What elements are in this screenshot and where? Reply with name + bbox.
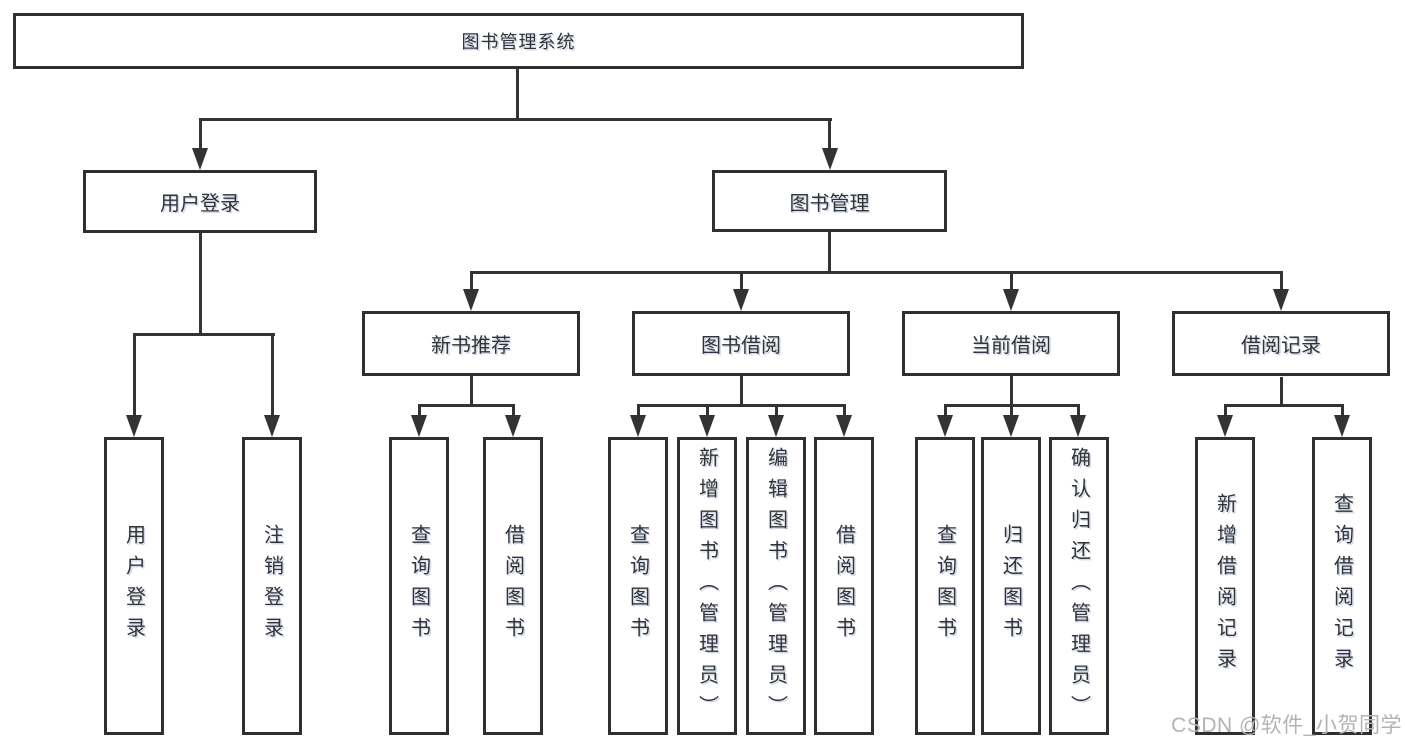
node-book-borrow: 图书借阅 [632,311,850,376]
connector-login-drop [199,118,202,152]
leaf-query-borrow-record: 查询借阅记录 [1312,437,1372,735]
connector-records-stem [1280,377,1283,406]
node-current-borrow: 当前借阅 [902,311,1120,376]
arrowhead-borrow-leaf2 [699,415,715,437]
arrowhead-login-leaf2 [264,415,280,437]
arrowhead-newbook-leaf1 [411,415,427,437]
arrowhead-current-leaf1 [937,415,953,437]
leaf-user-login: 用户登录 [104,437,164,735]
arrowhead-borrow-leaf4 [836,415,852,437]
connector-root-stem [516,69,519,121]
connector-group4-drop [1280,271,1283,291]
connector-borrow-leaf2-drop [706,404,709,418]
arrowhead-borrow-leaf1 [630,415,646,437]
arrowhead-group4 [1273,289,1289,311]
connector-newbook-horizontal [418,404,514,407]
connector-current-leaf2-drop [1010,404,1013,418]
connector-current-stem [1010,376,1013,406]
leaf-query-books-1: 查询图书 [389,437,449,735]
connector-borrow-stem [740,376,743,406]
leaf-logout: 注销登录 [242,437,302,735]
connector-borrow-leaf4-drop [843,404,846,418]
arrowhead-group3 [1003,289,1019,311]
connector-login-leaf1-drop [133,333,136,417]
node-borrow-records: 借阅记录 [1172,311,1390,376]
connector-group1-drop [470,271,473,291]
arrowhead-login-leaf1 [126,415,142,437]
connector-borrow-leaf3-drop [775,404,778,418]
connector-records-horizontal [1224,404,1343,407]
arrowhead-records-leaf1 [1217,415,1233,437]
arrowhead-records-leaf2 [1334,415,1350,437]
connector-group3-drop [1010,271,1013,291]
connector-newbook-leaf1-drop [418,404,421,418]
arrowhead-mgmt [822,148,838,170]
node-book-management-branch: 图书管理 [712,170,947,232]
leaf-query-books-2: 查询图书 [608,437,668,735]
leaf-add-book-admin: 新增图书（管理员） [677,437,737,735]
connector-login-leaf2-drop [271,333,274,417]
connector-mgmt-stem [828,232,831,273]
arrowhead-login [192,148,208,170]
leaf-query-books-3: 查询图书 [915,437,975,735]
arrowhead-newbook-leaf2 [505,415,521,437]
connector-group2-drop [740,271,743,291]
connector-login-stem [199,233,202,336]
leaf-edit-book-admin: 编辑图书（管理员） [746,437,806,735]
node-root: 图书管理系统 [13,13,1024,69]
connector-login-horizontal [133,333,275,336]
leaf-confirm-return-admin: 确认归还（管理员） [1049,437,1109,735]
connector-borrow-horizontal [637,404,845,407]
leaf-borrow-books-2: 借阅图书 [814,437,874,735]
connector-level2-horizontal [470,271,1282,274]
connector-mgmt-drop [828,118,831,152]
arrowhead-current-leaf2 [1003,415,1019,437]
leaf-borrow-books-1: 借阅图书 [483,437,543,735]
connector-current-leaf1-drop [944,404,947,418]
arrowhead-group1 [463,289,479,311]
connector-newbook-stem [470,376,473,406]
node-new-book-recommend: 新书推荐 [362,311,580,376]
connector-borrow-leaf1-drop [637,404,640,418]
arrowhead-group2 [733,289,749,311]
leaf-return-book: 归还图书 [981,437,1041,735]
arrowhead-borrow-leaf3 [768,415,784,437]
connector-current-leaf3-drop [1077,404,1080,418]
connector-records-leaf1-drop [1224,404,1227,418]
connector-level1-horizontal [199,118,832,121]
connector-records-leaf2-drop [1341,404,1344,418]
node-user-login-branch: 用户登录 [83,170,317,233]
connector-newbook-leaf2-drop [512,404,515,418]
leaf-add-borrow-record: 新增借阅记录 [1195,437,1255,735]
csdn-watermark: CSDN @软件_小贺同学 [1171,714,1402,737]
arrowhead-current-leaf3 [1070,415,1086,437]
